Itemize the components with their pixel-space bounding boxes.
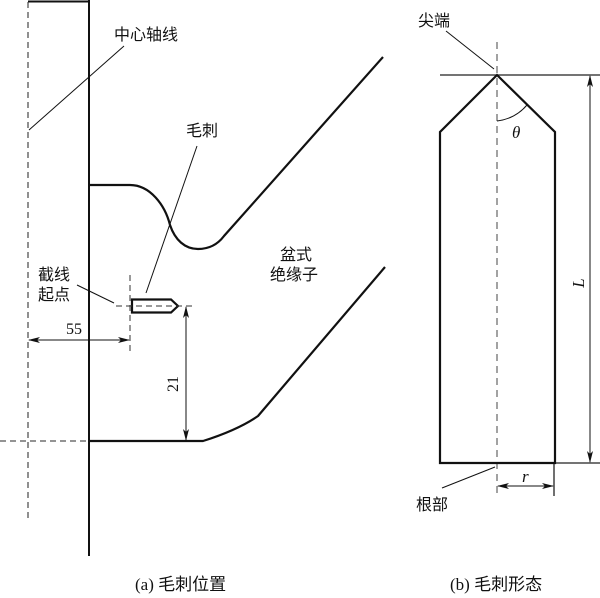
panel-b-caption: (b) 毛刺形态 [450, 575, 542, 594]
center-axis-label: 中心轴线 [114, 25, 178, 44]
insulator-label-line2: 绝缘子 [270, 265, 318, 284]
dimension-55-label: 55 [66, 321, 82, 338]
root-label: 根部 [416, 495, 448, 514]
tip-label: 尖端 [418, 11, 450, 30]
panel-a: 55 21 中心轴线 毛刺 截线 起点 盆式 绝缘子 (a) 毛刺位置 [0, 0, 386, 594]
root-leader [441, 466, 496, 489]
panel-a-caption: (a) 毛刺位置 [135, 575, 226, 594]
cut-start-label-line1: 截线 [38, 265, 70, 284]
theta-arc [496, 104, 528, 122]
burr-leader [145, 145, 198, 294]
radius-symbol: r [522, 467, 529, 486]
theta-symbol: θ [512, 123, 520, 142]
tip-leader [445, 30, 495, 70]
insulator-lower-contour [89, 266, 386, 443]
cut-start-leader [76, 284, 115, 304]
panel-b: θ L r 尖端 根部 (b) 毛刺形态 [416, 11, 600, 594]
dimension-21-label: 21 [165, 376, 182, 392]
cut-start-label-line2: 起点 [38, 285, 70, 304]
length-symbol: L [569, 278, 588, 288]
center-axis-leader [28, 45, 125, 131]
burr-shape [130, 298, 180, 314]
insulator-label-line1: 盆式 [280, 245, 312, 264]
insulator-upper-contour [89, 56, 384, 251]
burr-label: 毛刺 [186, 121, 218, 140]
burr-profile [438, 73, 557, 465]
